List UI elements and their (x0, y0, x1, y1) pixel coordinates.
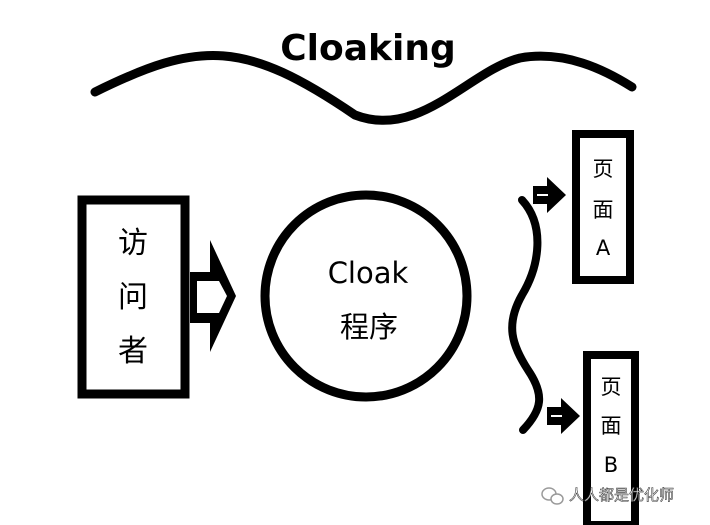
diagram-title: Cloaking (280, 28, 455, 69)
watermark-text: 人人都是优化师 (569, 486, 674, 504)
top-wave-line (90, 51, 637, 125)
page-b-char-2: 面 (601, 414, 622, 438)
program-label-line2: 程序 (340, 310, 398, 344)
visitor-char-1: 访 (118, 226, 148, 261)
visitor-to-program-arrow-inner (197, 281, 227, 313)
page-b-char-3: B (604, 453, 618, 477)
page-b-char-1: 页 (601, 375, 622, 399)
program-label-line1: Cloak (328, 256, 409, 290)
right-wave-line (508, 196, 544, 434)
cloak-program-circle: Cloak 程序 (260, 190, 472, 402)
visitor-char-2: 问 (118, 280, 148, 315)
wechat-icon (541, 487, 564, 505)
page-a-char-1: 页 (593, 157, 614, 181)
watermark: 人人都是优化师 (541, 486, 674, 505)
arrow-to-page-a (533, 177, 566, 213)
page-a-char-2: 面 (593, 198, 614, 222)
visitor-char-3: 者 (118, 334, 148, 369)
arrow-to-page-b (547, 398, 580, 434)
visitor-box: 访 问 者 (77, 195, 190, 399)
page-a-char-3: A (596, 236, 611, 260)
page-b-box: 页 面 B (583, 351, 639, 525)
page-a-box: 页 面 A (572, 130, 634, 284)
